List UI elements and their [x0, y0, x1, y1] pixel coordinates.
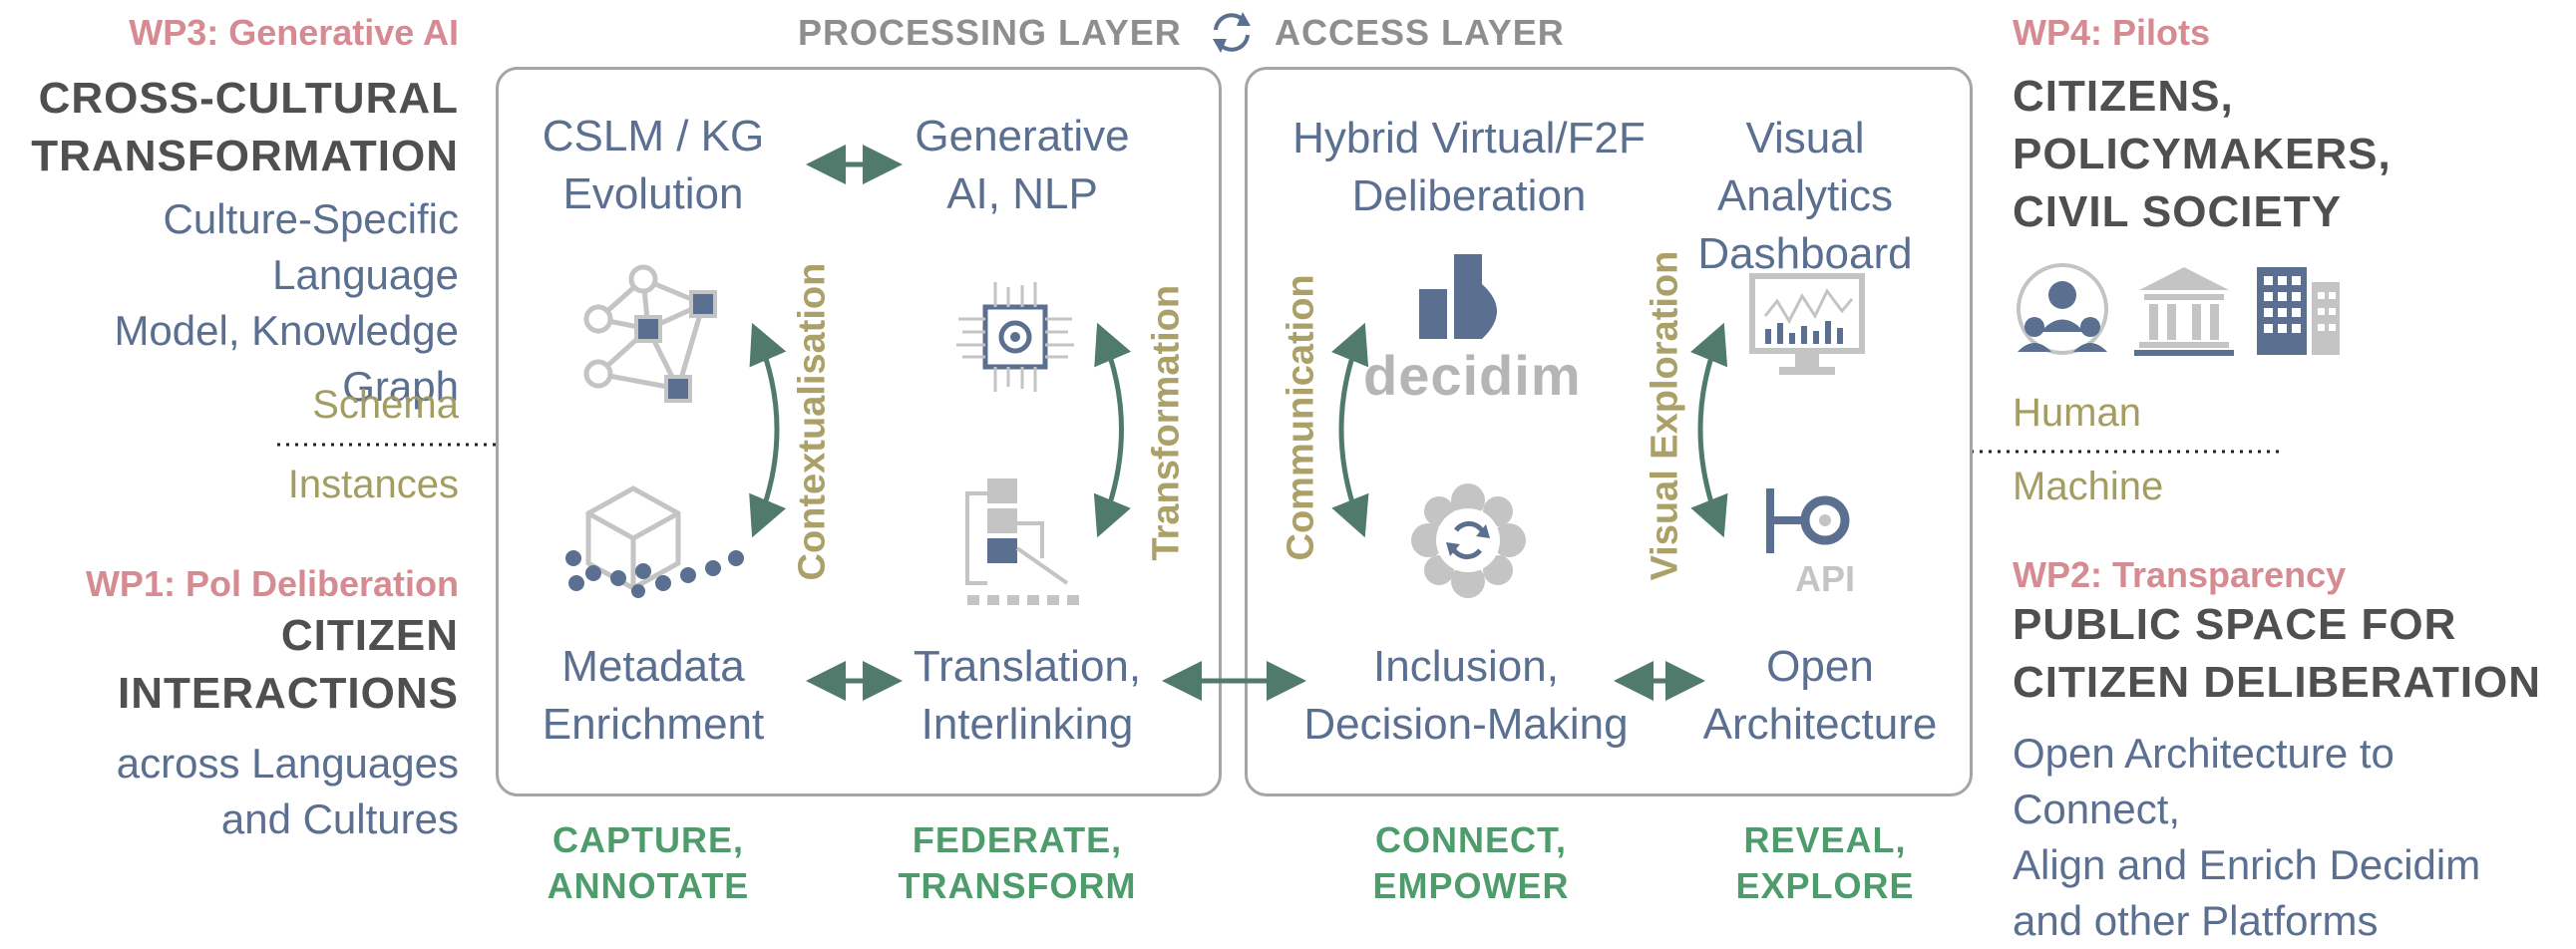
- wp3-title-line1: CROSS-CULTURAL: [38, 74, 459, 123]
- footer-capture-line1: CAPTURE,: [552, 819, 744, 860]
- wp3-desc-line1: Culture-Specific Language: [163, 195, 459, 298]
- wp3-tag: WP3: Generative AI: [129, 12, 459, 53]
- wp2-title-line2: CITIZEN DELIBERATION: [2013, 658, 2542, 707]
- hybrid-node-label: Hybrid Virtual/F2F Deliberation: [1265, 110, 1673, 225]
- api-connector-icon: [1766, 488, 1850, 553]
- cslm-line1: CSLM / KG: [542, 112, 765, 160]
- wp1-tag: WP1: Pol Deliberation: [85, 563, 459, 604]
- translation-node-label: Translation, Interlinking: [878, 638, 1177, 754]
- wp2-description: Open Architecture to Connect, Align and …: [2013, 726, 2571, 949]
- arrow-contextualisation: [749, 322, 787, 538]
- wp1-desc-line2: and Cultures: [220, 795, 459, 842]
- footer-connect-line1: CONNECT,: [1374, 819, 1567, 860]
- genai-line1: Generative: [915, 112, 1130, 160]
- flow-arrows: [749, 145, 1728, 701]
- wp4-title-line2: POLICYMAKERS,: [2013, 130, 2392, 178]
- cslm-node-label: CSLM / KG Evolution: [509, 108, 798, 223]
- wp1-title-line1: CITIZEN: [280, 611, 459, 660]
- hybrid-line1: Hybrid Virtual/F2F: [1292, 114, 1646, 162]
- decidim-logo-icon: [1419, 254, 1497, 339]
- visual-line1: Visual Analytics: [1716, 114, 1894, 220]
- footer-federate-line2: TRANSFORM: [898, 865, 1137, 906]
- translation-line1: Translation,: [913, 642, 1142, 691]
- wp3-description: Culture-Specific Language Model, Knowled…: [20, 191, 459, 415]
- decidim-wordmark: decidim: [1363, 344, 1582, 407]
- arrow-visual-exploration: [1690, 322, 1728, 538]
- genai-node-label: Generative AI, NLP: [878, 108, 1167, 223]
- sync-icon: [1213, 12, 1251, 53]
- hybrid-line2: Deliberation: [1351, 171, 1587, 220]
- wp2-desc-line3: and other Platforms: [2013, 897, 2379, 944]
- dashboard-monitor-icon: [1749, 273, 1865, 375]
- machine-label: Machine: [2013, 465, 2164, 508]
- metadata-line2: Enrichment: [542, 700, 765, 749]
- citizens-group-icon: [2017, 263, 2108, 355]
- access-layer-label: ACCESS LAYER: [1275, 12, 1565, 53]
- civil-society-buildings-icon: [2257, 267, 2340, 355]
- api-label: API: [1794, 558, 1855, 599]
- arrow-transformation: [1093, 322, 1132, 538]
- inclusion-node-label: Inclusion, Decision-Making: [1296, 638, 1636, 754]
- instances-label: Instances: [287, 463, 459, 506]
- wp1-title-line2: INTERACTIONS: [118, 669, 459, 718]
- translation-line2: Interlinking: [920, 700, 1134, 749]
- chip-icon: [956, 282, 1074, 392]
- inclusion-line1: Inclusion,: [1373, 642, 1559, 691]
- footer-reveal-line2: EXPLORE: [1735, 865, 1915, 906]
- translation-transform-icon: [965, 478, 1079, 605]
- open-line2: Architecture: [1702, 700, 1938, 749]
- wp2-desc-line2: Align and Enrich Decidim: [2013, 841, 2481, 888]
- wp4-tag: WP4: Pilots: [2013, 12, 2211, 53]
- wp4-title-line1: CITIZENS,: [2013, 72, 2234, 121]
- genai-line2: AI, NLP: [946, 169, 1098, 218]
- footer-reveal-line1: REVEAL,: [1743, 819, 1907, 860]
- schema-divider-lines: [277, 443, 2284, 454]
- government-building-icon: [2134, 267, 2234, 356]
- footer-capture: CAPTURE, ANNOTATE: [529, 817, 768, 909]
- metadata-line1: Metadata: [561, 642, 745, 691]
- wp2-desc-line1: Open Architecture to Connect,: [2013, 730, 2394, 832]
- arrow-communication: [1331, 322, 1369, 538]
- wp3-title: CROSS-CULTURAL TRANSFORMATION: [0, 70, 459, 185]
- footer-capture-line2: ANNOTATE: [547, 865, 750, 906]
- visual-line2: Dashboard: [1697, 229, 1913, 278]
- wp1-desc-line1: across Languages: [116, 740, 459, 787]
- visual-node-label: Visual Analytics Dashboard: [1656, 110, 1955, 283]
- metadata-node-label: Metadata Enrichment: [509, 638, 798, 754]
- wp2-title-line1: PUBLIC SPACE FOR: [2013, 600, 2457, 649]
- metadata-cube-icon: [565, 485, 744, 598]
- footer-reveal: REVEAL, EXPLORE: [1705, 817, 1945, 909]
- knowledge-graph-icon: [583, 264, 717, 403]
- processing-layer-label: PROCESSING LAYER: [798, 12, 1182, 53]
- wp3-title-line2: TRANSFORMATION: [31, 132, 459, 180]
- wp2-tag: WP2: Transparency: [2013, 554, 2347, 595]
- wp4-title: CITIZENS, POLICYMAKERS, CIVIL SOCIETY: [2013, 68, 2551, 241]
- open-node-label: Open Architecture: [1685, 638, 1955, 754]
- schema-label: Schema: [312, 383, 459, 427]
- open-line1: Open: [1766, 642, 1874, 691]
- wp3-desc-line2: Model, Knowledge Graph: [114, 307, 459, 410]
- inclusion-cycle-icon: [1411, 483, 1526, 598]
- wp1-title: CITIZEN INTERACTIONS: [0, 607, 459, 723]
- human-label: Human: [2013, 391, 2141, 435]
- wp4-title-line3: CIVIL SOCIETY: [2013, 187, 2343, 236]
- inclusion-line2: Decision-Making: [1303, 700, 1629, 749]
- footer-federate-line1: FEDERATE,: [912, 819, 1123, 860]
- footer-connect-line2: EMPOWER: [1372, 865, 1570, 906]
- cslm-line2: Evolution: [562, 169, 744, 218]
- wp2-title: PUBLIC SPACE FOR CITIZEN DELIBERATION: [2013, 596, 2571, 712]
- footer-connect: CONNECT, EMPOWER: [1351, 817, 1591, 909]
- wp1-description: across Languages and Cultures: [100, 736, 459, 847]
- footer-federate: FEDERATE, TRANSFORM: [883, 817, 1152, 909]
